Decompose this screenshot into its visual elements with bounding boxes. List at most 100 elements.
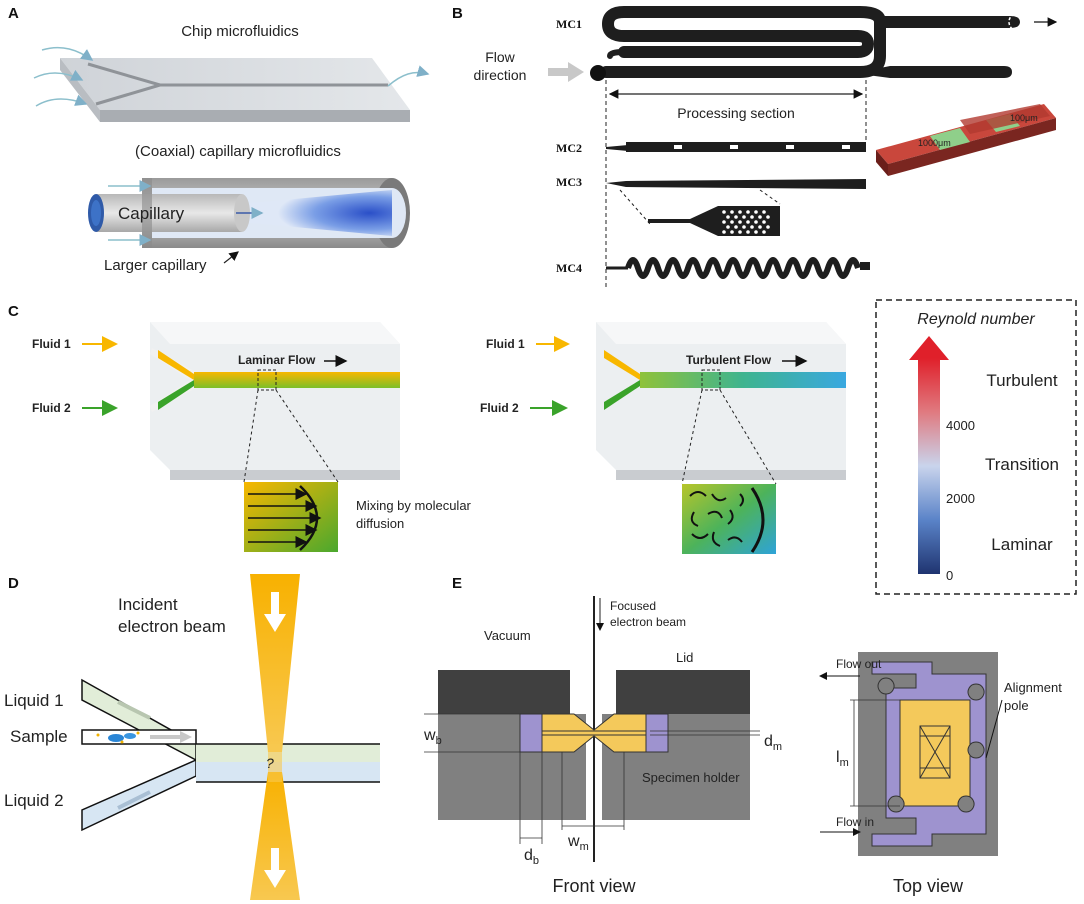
panel-letter-b: B xyxy=(452,5,463,22)
mc1-lower-channel xyxy=(600,66,1012,78)
regime-laminar: Laminar xyxy=(991,535,1053,554)
vacuum-label: Vacuum xyxy=(484,628,531,643)
channel-label-mc2: MC2 xyxy=(556,141,582,155)
capillary-microfluidics-title: (Coaxial) capillary microfluidics xyxy=(135,143,341,160)
dm-main: d xyxy=(764,733,773,750)
panel-d: D Incident electron beam xyxy=(4,574,380,900)
mixing-label-line2: diffusion xyxy=(356,516,404,531)
tick-0: 0 xyxy=(946,568,953,583)
mc3-pillar xyxy=(746,210,750,214)
dm-sub: m xyxy=(773,741,782,753)
flow-direction-line2: direction xyxy=(474,67,527,83)
processing-section-label: Processing section xyxy=(677,105,795,121)
mc3-pillar xyxy=(730,230,734,234)
scale-label-1000: 1000μm xyxy=(918,138,951,148)
focused-beam-line1: Focused xyxy=(610,599,656,613)
turbulent-flow-label: Turbulent Flow xyxy=(686,353,772,367)
chip-flow-arrows xyxy=(33,46,430,107)
reynold-title: Reynold number xyxy=(917,311,1035,328)
wm-main: w xyxy=(567,833,580,850)
db-sub: b xyxy=(533,855,539,867)
capillary-label: Capillary xyxy=(118,204,185,223)
mc3-pillar xyxy=(762,210,766,214)
panel-letter-e: E xyxy=(452,575,462,592)
mc3-pillar xyxy=(754,230,758,234)
mc4-wave-channel xyxy=(606,257,861,279)
panel-a: A Chip microfluidics (Coaxial) capillary… xyxy=(8,5,430,274)
laminar-flow-label: Laminar Flow xyxy=(238,353,316,367)
laminar-fluid2-label: Fluid 2 xyxy=(32,401,71,415)
lid-label: Lid xyxy=(676,650,693,665)
mc1-serpentine-channel xyxy=(600,5,886,78)
top-view-drawing xyxy=(819,652,1003,856)
regime-transition: Transition xyxy=(985,455,1059,474)
reynold-arrow-head xyxy=(909,336,949,360)
wm-sub: m xyxy=(580,841,589,853)
mc3-pillar xyxy=(738,230,742,234)
mc3-pillar xyxy=(734,225,738,229)
scale-label-100: 100μm xyxy=(1010,113,1038,123)
unknown-mark: ? xyxy=(266,755,274,771)
flow-direction-line1: Flow xyxy=(485,49,515,65)
panel-letter-d: D xyxy=(8,575,19,592)
reynold-legend: Reynold number Turbulent Transition Lami… xyxy=(875,299,1077,595)
channel-label-mc4: MC4 xyxy=(556,261,582,275)
larger-capillary-pointer xyxy=(223,251,239,264)
mc3-pillar xyxy=(726,215,730,219)
mc3-pillar xyxy=(742,215,746,219)
chip-microfluidics-title: Chip microfluidics xyxy=(181,23,299,40)
electron-beam xyxy=(250,574,300,900)
beam-label-line1: Incident xyxy=(118,595,178,614)
chip-slab xyxy=(60,58,410,122)
panel-c: C Fluid 1 Fluid 2 Laminar Flow xyxy=(8,299,1077,595)
lm-sub: m xyxy=(840,757,849,769)
mc3-pillar xyxy=(722,230,726,234)
laminar-zoom-inset xyxy=(244,482,338,552)
tick-4000: 4000 xyxy=(946,418,975,433)
db-label: db xyxy=(524,847,539,867)
mc3-pillar xyxy=(738,220,742,224)
liquid2-label: Liquid 2 xyxy=(4,791,64,810)
turbulent-fluid2-label: Fluid 2 xyxy=(480,401,519,415)
alignment-pole-line1: Alignment xyxy=(1004,680,1062,695)
mc2-segmented-channel xyxy=(606,142,866,152)
turbulent-chip xyxy=(596,322,846,485)
panel-b: B MC1 MC2 MC3 MC4 Flow direction Process… xyxy=(452,5,1058,290)
wb-sub: b xyxy=(436,735,442,747)
mc3-pillar xyxy=(762,230,766,234)
mc3-pillar xyxy=(762,220,766,224)
turbulent-fluid1-label: Fluid 1 xyxy=(486,337,525,351)
mc3-pillar xyxy=(766,225,770,229)
mc3-pillar xyxy=(746,220,750,224)
mc3-pillar xyxy=(766,215,770,219)
flow-out-label: Flow out xyxy=(836,657,882,671)
alignment-pole-line2: pole xyxy=(1004,698,1029,713)
mc3-pillar xyxy=(750,225,754,229)
top-view-label: Top view xyxy=(893,876,964,896)
laminar-fluid1-label: Fluid 1 xyxy=(32,337,71,351)
front-view-label: Front view xyxy=(552,876,636,896)
turbulent-zoom-inset xyxy=(682,484,776,554)
mc3-pillar xyxy=(738,210,742,214)
coaxial-capillary xyxy=(88,178,410,248)
wb-main: w xyxy=(423,727,436,744)
mixing-label-line1: Mixing by molecular xyxy=(356,498,472,513)
db-main: d xyxy=(524,847,533,864)
mc3-pillar xyxy=(742,225,746,229)
larger-capillary-label: Larger capillary xyxy=(104,257,207,274)
mc3-pillar xyxy=(730,210,734,214)
lm-label: lm xyxy=(836,749,849,769)
specimen-holder-label: Specimen holder xyxy=(642,770,740,785)
reynold-gradient-bar xyxy=(918,358,940,574)
mc4-wave-path xyxy=(625,257,861,279)
sample-label: Sample xyxy=(10,727,68,746)
mc3-pillar xyxy=(734,215,738,219)
beam-label-line2: electron beam xyxy=(118,617,226,636)
mc1-outlet-port xyxy=(1008,12,1028,32)
mc3-pillar xyxy=(758,215,762,219)
flow-direction-arrow xyxy=(548,62,584,82)
mc3-pillar xyxy=(722,210,726,214)
regime-turbulent: Turbulent xyxy=(986,371,1057,390)
wm-label: wm xyxy=(567,833,589,853)
